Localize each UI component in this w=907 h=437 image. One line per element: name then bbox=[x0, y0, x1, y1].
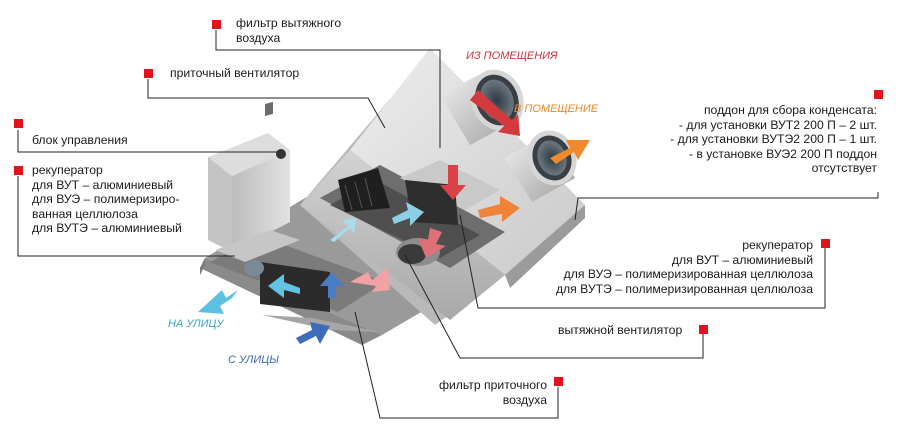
leader-exhaust-filter bbox=[215, 30, 441, 148]
arrow-to-room-2 bbox=[478, 196, 520, 222]
label-recuperator-right: рекуператор для ВУТ – алюминиевый для ВУ… bbox=[556, 238, 813, 296]
label-line: фильтр вытяжного bbox=[236, 16, 342, 30]
marker-exhaust-fan bbox=[699, 325, 708, 334]
arrow-from-room-3 bbox=[418, 228, 446, 258]
label-line: вытяжной вентилятор bbox=[558, 323, 683, 337]
arrow-from-room-2 bbox=[440, 165, 466, 200]
flow-label-from-street: С УЛИЦЫ bbox=[228, 354, 279, 366]
arrow-to-street-3 bbox=[330, 218, 356, 242]
leader-exhaust-fan bbox=[404, 254, 704, 359]
marker-recuperator-right bbox=[821, 239, 830, 248]
label-line: - в установке ВУЭ2 200 П поддон bbox=[688, 146, 877, 161]
label-exhaust-fan: вытяжной вентилятор bbox=[558, 323, 682, 338]
arrow-to-room-1 bbox=[550, 140, 590, 164]
arrow-to-street-4 bbox=[392, 202, 424, 226]
marker-control-unit bbox=[14, 119, 23, 128]
label-line: - для установки ВУТ2 200 П – 2 шт. bbox=[678, 117, 877, 132]
label-line: для ВУЭ – полимеризированная целлюлоза bbox=[563, 267, 813, 282]
label-line: фильтр приточного bbox=[438, 378, 547, 392]
label-line: - для установки ВУТЭ2 200 П – 1 шт. bbox=[670, 132, 877, 147]
label-supply-fan: приточный вентилятор bbox=[170, 66, 299, 81]
label-line: для ВУТ – алюминиевый bbox=[32, 177, 174, 192]
label-line: для ВУЭ – полимеризиро- bbox=[32, 192, 180, 207]
arrow-to-street-2 bbox=[268, 274, 300, 298]
label-line: приточный вентилятор bbox=[170, 66, 300, 80]
arrow-from-street-2 bbox=[320, 272, 344, 298]
label-line: блок управления bbox=[32, 133, 128, 147]
marker-exhaust-filter bbox=[212, 20, 221, 29]
label-recuperator-left: рекуператор для ВУТ – алюминиевый для ВУ… bbox=[32, 163, 182, 236]
label-line: поддон для сбора конденсата: bbox=[703, 103, 877, 117]
arrow-from-room-4 bbox=[350, 268, 390, 292]
leader-recuperator-right bbox=[459, 214, 826, 309]
leader-lines bbox=[17, 30, 879, 419]
label-condensate-tray: поддон для сбора конденсата: - для устан… bbox=[670, 103, 877, 176]
marker-supply-filter bbox=[554, 377, 563, 386]
label-control-unit: блок управления bbox=[32, 133, 128, 148]
flow-label-to-street: НА УЛИЦУ bbox=[168, 318, 224, 330]
leader-control-unit bbox=[17, 130, 278, 153]
label-line: рекуператор bbox=[32, 163, 103, 177]
label-exhaust-filter: фильтр вытяжного воздуха bbox=[236, 16, 341, 45]
label-line: для ВУТ – алюминиевый bbox=[671, 252, 813, 267]
arrow-from-street-1 bbox=[296, 322, 330, 344]
leader-condensate-tray bbox=[574, 192, 879, 221]
marker-recuperator-left bbox=[14, 166, 23, 175]
arrow-to-street-1 bbox=[198, 290, 238, 314]
label-line: ванная целлюлоза bbox=[32, 206, 138, 221]
label-line: воздуха bbox=[236, 30, 281, 45]
label-supply-filter: фильтр приточного воздуха bbox=[439, 378, 547, 407]
marker-condensate-tray bbox=[874, 90, 883, 99]
label-line: рекуператор bbox=[742, 238, 813, 252]
label-line: отсутствует bbox=[811, 161, 877, 176]
duct-from-room bbox=[440, 69, 524, 145]
airflow-arrows bbox=[198, 90, 590, 344]
leader-supply-filter bbox=[354, 311, 559, 419]
arrow-from-room-1 bbox=[470, 90, 520, 136]
leader-supply-fan bbox=[147, 79, 386, 129]
flow-label-from-room: ИЗ ПОМЕЩЕНИЯ bbox=[466, 50, 558, 62]
leader-recuperator-left bbox=[17, 176, 235, 257]
label-line: воздуха bbox=[502, 392, 547, 407]
flow-label-to-room: В ПОМЕЩЕНИЕ bbox=[514, 103, 599, 115]
label-line: для ВУТЭ – алюминиевый bbox=[32, 221, 182, 236]
label-line: для ВУТЭ – полимеризированная целлюлоза bbox=[555, 281, 813, 296]
unit-housing bbox=[200, 48, 585, 345]
marker-supply-fan bbox=[144, 69, 153, 78]
